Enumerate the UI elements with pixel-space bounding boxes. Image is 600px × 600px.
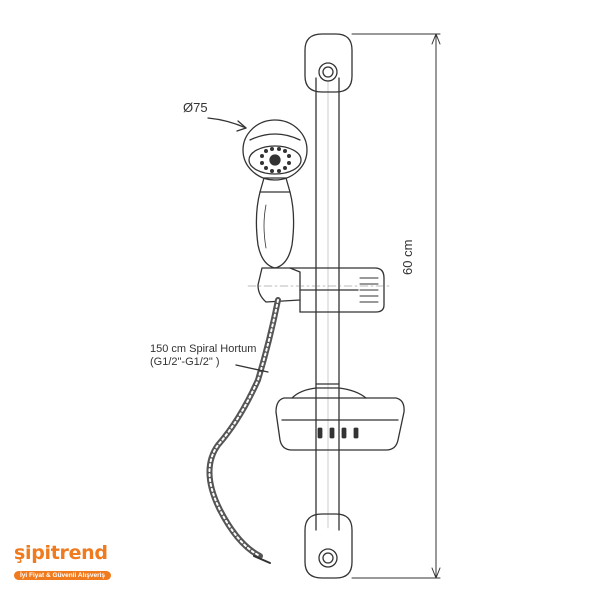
- diameter-label: Ø75: [183, 100, 208, 115]
- height-dimension-label: 60 cm: [400, 239, 415, 275]
- top-wall-bracket: [304, 33, 353, 93]
- hose-label-line-1: 150 cm Spiral Hortum: [150, 343, 257, 355]
- hose-leader-line: [235, 364, 269, 373]
- hand-shower-head: [242, 119, 308, 181]
- sipitrend-logo: şipitrend İyi Fiyat & Güvenli Alışveriş: [14, 542, 112, 582]
- slide-rail: [315, 77, 340, 531]
- soap-dish: [275, 383, 405, 451]
- hose-specification-label: 150 cm Spiral Hortum (G1/2"-G1/2" ): [150, 343, 256, 369]
- height-dimension-line: [351, 33, 441, 579]
- spiral-hose: [206, 297, 281, 564]
- hose-label-line-2: (G1/2"-G1/2" ): [150, 356, 220, 368]
- sliding-holder: [247, 267, 393, 313]
- logo-name: şipitrend: [14, 542, 108, 564]
- hand-shower-handle: [255, 177, 295, 269]
- diameter-leader-arrow: [207, 117, 247, 132]
- logo-tagline: İyi Fiyat & Güvenli Alışveriş: [14, 571, 112, 580]
- bottom-wall-bracket: [304, 513, 353, 579]
